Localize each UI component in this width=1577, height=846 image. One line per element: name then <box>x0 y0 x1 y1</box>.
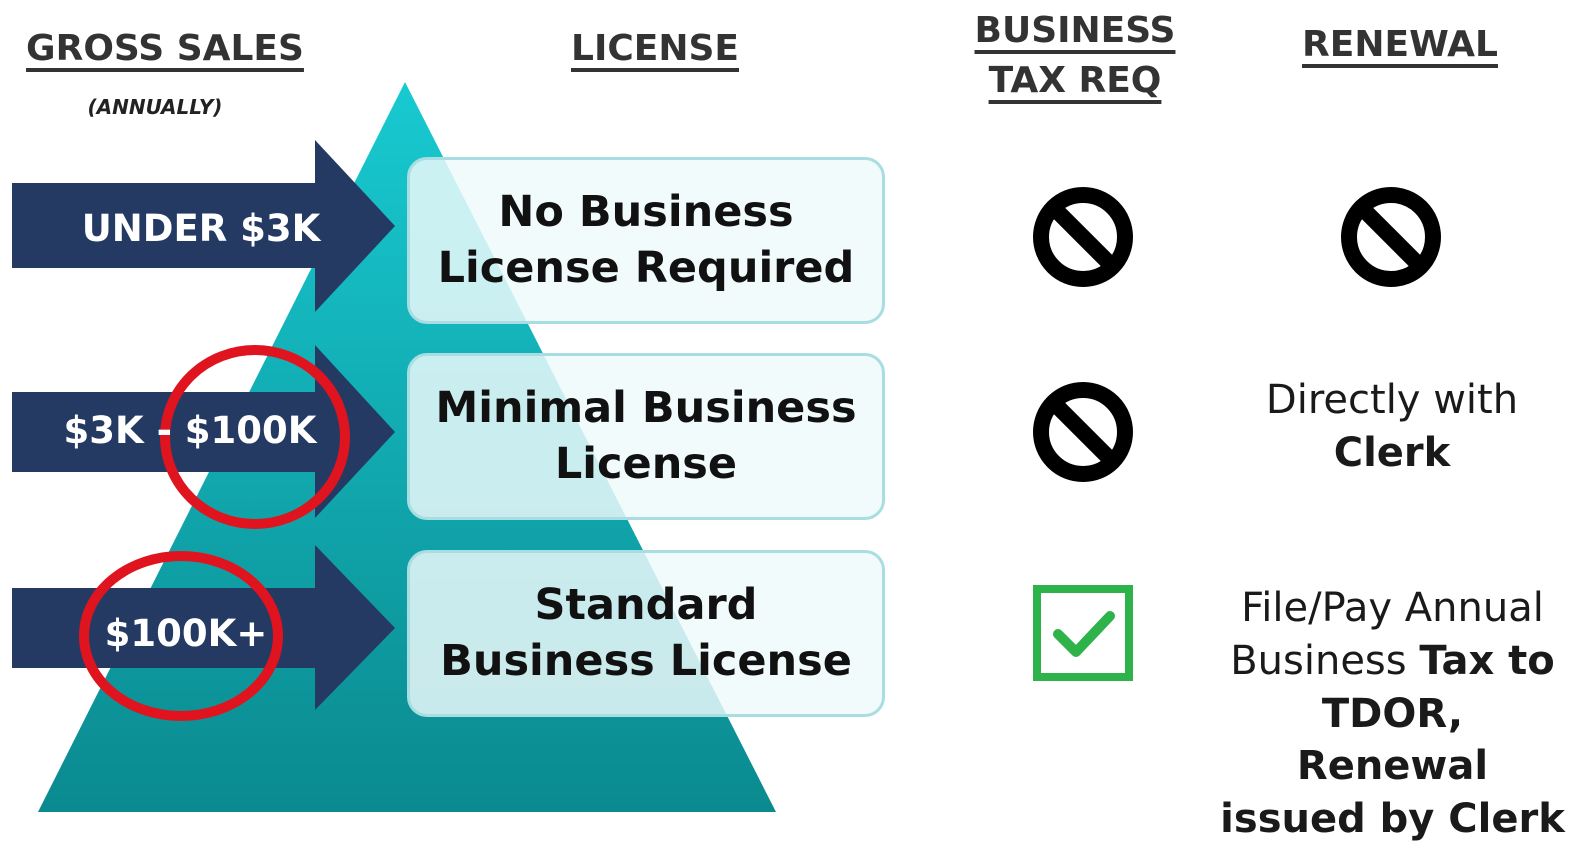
renewal-line: Directly with <box>1265 377 1519 423</box>
header-business-tax-req: BUSINESS TAX REQ <box>955 6 1195 107</box>
license-line: Standard <box>534 580 758 631</box>
renewal-line: issued by Clerk <box>1220 796 1565 843</box>
arrow-under-3k <box>12 140 395 312</box>
header-business-tax-line1: BUSINESS <box>974 10 1176 51</box>
renewal-line: Clerk <box>1333 429 1451 476</box>
license-line: License <box>554 438 738 489</box>
renewal-text-minimal: Directly with Clerk <box>1242 374 1542 480</box>
sales-under-3k: UNDER $3K <box>81 207 321 250</box>
prohibited-icon <box>1341 187 1441 287</box>
header-business-tax-line2: TAX REQ <box>988 60 1162 102</box>
prohibited-icon <box>1033 382 1133 482</box>
license-line: License Required <box>437 242 855 293</box>
header-license: LICENSE <box>571 28 739 69</box>
license-box-none: No Business License Required <box>407 157 885 324</box>
arrow-3k-100k <box>12 345 395 518</box>
highlight-circle-100k <box>160 345 350 529</box>
renewal-line: Renewal <box>1296 743 1489 790</box>
renewal-line-bold: Tax to <box>1419 637 1555 684</box>
sales-3k-100k: $3K - $100K <box>63 409 317 452</box>
renewal-line: File/Pay Annual <box>1241 585 1544 631</box>
license-line: Business License <box>440 635 852 686</box>
highlight-circle-100k-plus <box>79 551 283 721</box>
header-gross-sales: GROSS SALES <box>26 28 304 69</box>
license-line: Minimal Business <box>435 383 857 434</box>
sales-100k-plus: $100K+ <box>104 612 268 655</box>
license-box-standard: Standard Business License <box>407 550 885 717</box>
renewal-text-standard: File/Pay Annual Business Tax to TDOR, Re… <box>1220 582 1565 846</box>
header-renewal: RENEWAL <box>1302 24 1498 65</box>
checkmark-icon <box>1033 585 1133 681</box>
renewal-line: Business <box>1230 637 1420 684</box>
license-line: No Business <box>498 187 794 238</box>
renewal-line: TDOR, <box>1321 690 1464 737</box>
header-annually: (ANNUALLY) <box>87 95 223 119</box>
arrow-100k-plus <box>12 545 395 710</box>
prohibited-icon <box>1033 187 1133 287</box>
license-box-minimal: Minimal Business License <box>407 353 885 520</box>
